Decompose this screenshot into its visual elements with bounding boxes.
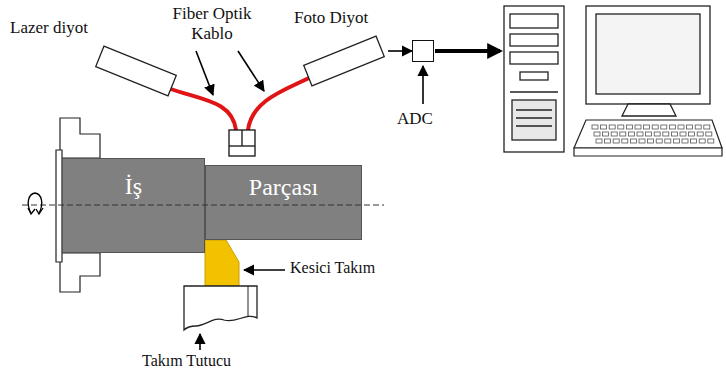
computer-tower bbox=[504, 6, 564, 152]
leader-arrow bbox=[422, 66, 424, 104]
key bbox=[680, 132, 686, 136]
diode-body bbox=[304, 36, 385, 86]
key bbox=[628, 132, 634, 136]
key bbox=[661, 125, 667, 129]
key bbox=[646, 132, 652, 136]
tool-holder bbox=[184, 286, 257, 330]
adc-box: ADC bbox=[412, 40, 434, 62]
signal-arrow bbox=[388, 50, 412, 52]
leader-arrow bbox=[196, 51, 264, 95]
key bbox=[592, 125, 598, 129]
key bbox=[603, 132, 609, 136]
key bbox=[691, 139, 697, 143]
key bbox=[648, 139, 654, 143]
computer-monitor bbox=[586, 6, 710, 116]
laser-diode: Lazer diyot bbox=[92, 44, 180, 98]
workpiece-part: İş bbox=[62, 158, 205, 253]
key bbox=[652, 125, 658, 129]
tool-holder-edge bbox=[248, 286, 249, 316]
key bbox=[622, 139, 628, 143]
key bbox=[673, 139, 679, 143]
key bbox=[695, 125, 701, 129]
key bbox=[637, 132, 643, 136]
cable-label: Fiber Optik Kablo bbox=[162, 4, 262, 43]
key bbox=[613, 139, 619, 143]
key bbox=[601, 125, 607, 129]
leader-arrow bbox=[199, 334, 201, 350]
key bbox=[706, 132, 712, 136]
key bbox=[708, 139, 714, 143]
diode-body bbox=[300, 34, 388, 88]
part-label: Takım Tutucu bbox=[142, 352, 231, 370]
rotation-axis bbox=[22, 205, 384, 206]
rotation-symbol bbox=[28, 193, 43, 214]
key bbox=[605, 139, 611, 143]
key bbox=[596, 139, 602, 143]
cutting-tool bbox=[205, 240, 239, 286]
key bbox=[678, 125, 684, 129]
key bbox=[669, 125, 675, 129]
diode-body bbox=[96, 46, 177, 96]
key bbox=[671, 132, 677, 136]
fiber-cable bbox=[168, 78, 309, 130]
component-label: ADC bbox=[397, 109, 433, 129]
component-label: Foto Diyot bbox=[294, 8, 368, 28]
key bbox=[639, 139, 645, 143]
part-label: Kesici Takım bbox=[290, 259, 375, 277]
key bbox=[609, 125, 615, 129]
key bbox=[611, 132, 617, 136]
key bbox=[626, 125, 632, 129]
sensor-head bbox=[229, 130, 255, 156]
keyboard-keys bbox=[592, 125, 714, 143]
component-label: Lazer diyot bbox=[10, 18, 88, 38]
data-arrow bbox=[435, 49, 500, 53]
key bbox=[618, 125, 624, 129]
photo-diode: Foto Diyot bbox=[300, 34, 388, 88]
workpiece-part: Parçası bbox=[205, 165, 362, 240]
leader-arrow bbox=[244, 269, 285, 271]
key bbox=[620, 132, 626, 136]
key bbox=[635, 125, 641, 129]
key bbox=[654, 132, 660, 136]
key bbox=[697, 132, 703, 136]
key bbox=[665, 139, 671, 143]
key bbox=[594, 132, 600, 136]
part-name: İş bbox=[125, 173, 142, 201]
key bbox=[699, 139, 705, 143]
key bbox=[687, 125, 693, 129]
key bbox=[704, 125, 710, 129]
part-name: Parçası bbox=[249, 174, 318, 202]
key bbox=[644, 125, 650, 129]
key bbox=[630, 139, 636, 143]
key bbox=[689, 132, 695, 136]
keyboard bbox=[574, 120, 722, 156]
key bbox=[682, 139, 688, 143]
key bbox=[656, 139, 662, 143]
diode-body bbox=[92, 44, 180, 98]
key bbox=[663, 132, 669, 136]
